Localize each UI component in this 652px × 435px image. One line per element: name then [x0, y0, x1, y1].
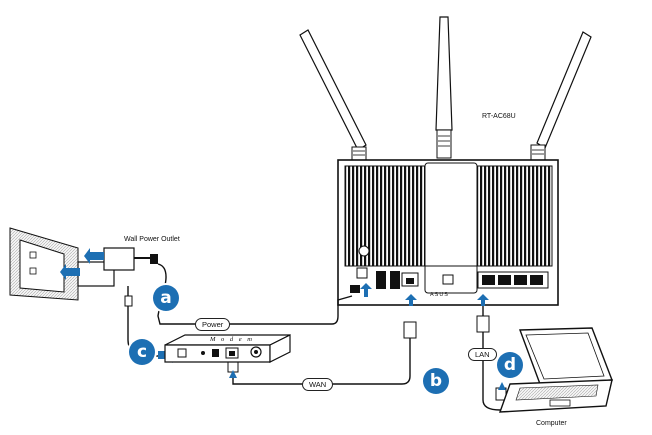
- antenna-left-icon: [299, 29, 367, 162]
- power-adapter: [60, 247, 158, 287]
- modem: [164, 334, 291, 363]
- step-b-badge: b: [423, 368, 449, 394]
- arrow-icon: [498, 382, 506, 390]
- wan-cable-label: WAN: [302, 378, 334, 391]
- ethernet-plug-icon: [403, 321, 417, 339]
- computer: [498, 327, 613, 413]
- wall-outlet: [9, 227, 79, 301]
- step-c-badge: c: [129, 339, 155, 365]
- wall-outlet-label: Wall Power Outlet: [124, 236, 180, 243]
- arrow-icon: [60, 264, 80, 280]
- arrow-icon: [405, 294, 417, 306]
- antenna-center-icon: [435, 16, 453, 159]
- plug-icon: [124, 295, 133, 307]
- router-model-label: RT-AC68U: [482, 113, 516, 120]
- power-cable-label: Power: [195, 318, 231, 331]
- ethernet-plug-icon: [476, 315, 490, 333]
- router-logo: ASUS: [430, 292, 449, 298]
- arrow-icon: [360, 283, 372, 297]
- arrow-icon: [477, 294, 489, 306]
- step-d-badge: d: [497, 352, 523, 378]
- antenna-right-icon: [530, 31, 592, 162]
- modem-label: M o d e m: [210, 336, 254, 343]
- lan-cable-label: LAN: [468, 348, 497, 361]
- computer-label: Computer: [536, 420, 567, 427]
- router: [337, 159, 559, 306]
- arrow-icon: [84, 248, 104, 264]
- arrow-icon: [229, 370, 237, 378]
- step-a-badge: a: [153, 285, 179, 311]
